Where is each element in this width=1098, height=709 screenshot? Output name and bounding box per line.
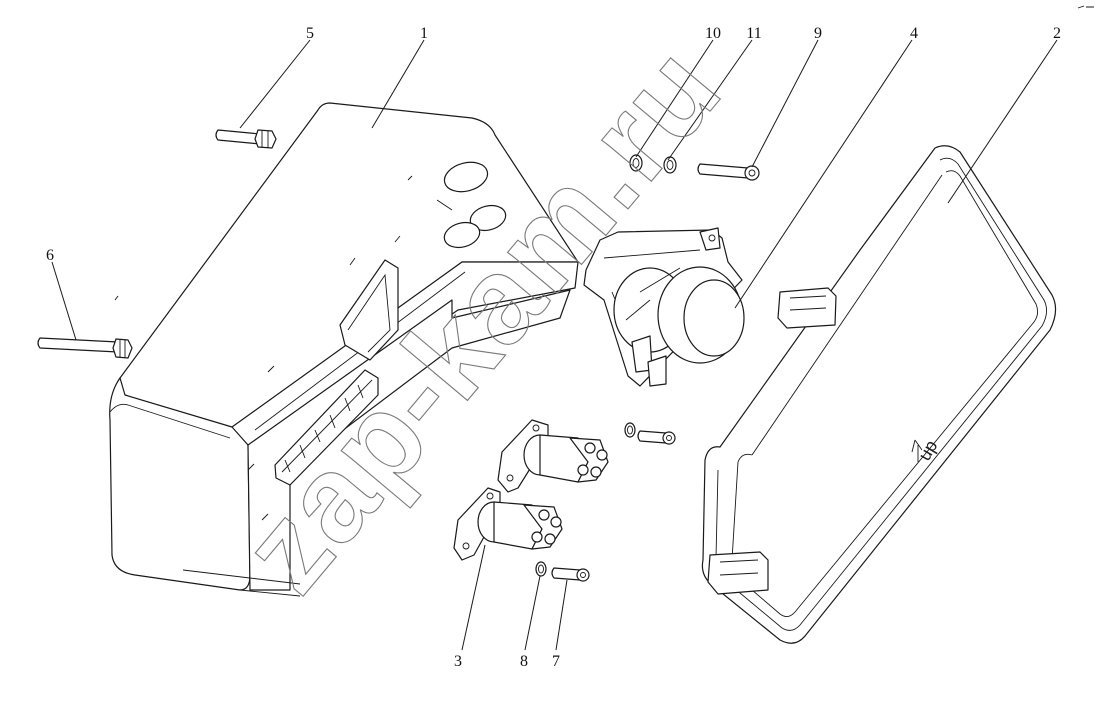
bolt-7 [551, 567, 590, 582]
callout-3: 3 [454, 653, 462, 670]
bolt-5 [215, 129, 277, 149]
callout-9: 9 [814, 25, 822, 42]
bolt-relay [637, 430, 676, 445]
small-relay-upper [497, 419, 609, 493]
callout-5: 5 [306, 25, 314, 42]
housing-box [109, 102, 579, 597]
washer-relay [624, 422, 636, 438]
corner-mark [1077, 5, 1094, 9]
leader-lines [51, 39, 1058, 651]
callout-8: 8 [520, 653, 528, 670]
callout-10: 10 [705, 25, 721, 42]
cover: up [701, 145, 1057, 644]
callout-1: 1 [420, 25, 428, 42]
bolt-6 [37, 337, 133, 359]
washer-8 [535, 561, 547, 577]
callout-labels: 1 2 3 4 5 6 7 8 9 10 11 [46, 25, 1061, 670]
callout-2: 2 [1053, 25, 1061, 42]
large-relay [583, 227, 745, 387]
washer-10 [629, 154, 643, 172]
callout-7: 7 [552, 653, 560, 670]
callout-11: 11 [746, 25, 761, 42]
small-relay-lower [453, 487, 563, 561]
callout-6: 6 [46, 247, 54, 264]
callout-4: 4 [910, 25, 918, 42]
bolt-9 [697, 163, 760, 181]
